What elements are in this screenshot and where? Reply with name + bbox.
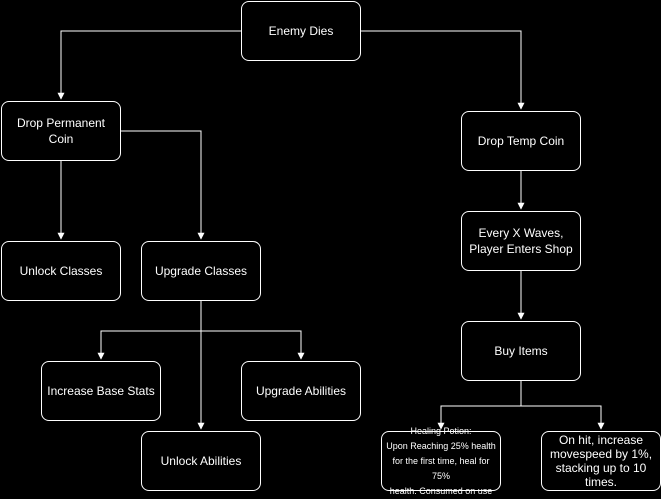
node-drop-temp-coin-label: Drop Temp Coin xyxy=(477,134,565,148)
node-enemy-dies: Enemy Dies xyxy=(241,1,361,61)
node-on-hit-movespeed-label: On hit, increase movespeed by 1%, stacki… xyxy=(549,433,653,489)
edge-enemy-dies-to-drop-temp-coin xyxy=(361,30,525,110)
edge-upgrade-classes-to-upgrade-abilities xyxy=(201,330,305,360)
edge-enemy-dies-to-drop-permanent-coin xyxy=(57,30,241,100)
node-healing-potion-label: Healing Potion: Upon Reaching 25% health… xyxy=(386,425,496,496)
node-increase-base-stats: Increase Base Stats xyxy=(41,361,161,421)
node-unlock-abilities: Unlock Abilities xyxy=(141,431,261,491)
node-unlock-classes: Unlock Classes xyxy=(1,241,121,301)
edge-drop-permanent-coin-to-upgrade-classes xyxy=(121,130,205,240)
node-upgrade-abilities: Upgrade Abilities xyxy=(241,361,361,421)
node-enemy-dies-label: Enemy Dies xyxy=(268,24,334,38)
node-drop-permanent-coin-label: Drop Permanent Coin xyxy=(16,116,106,146)
node-buy-items: Buy Items xyxy=(461,321,581,381)
edge-buy-items-to-healing-potion xyxy=(437,381,522,430)
node-buy-items-label: Buy Items xyxy=(494,344,548,358)
node-healing-potion: Healing Potion: Upon Reaching 25% health… xyxy=(381,426,501,496)
edge-upgrade-classes-to-increase-base-stats xyxy=(97,301,202,360)
node-on-hit-movespeed: On hit, increase movespeed by 1%, stacki… xyxy=(541,431,661,491)
node-player-enters-shop-label: Every X Waves, Player Enters Shop xyxy=(469,226,573,256)
node-player-enters-shop: Every X Waves, Player Enters Shop xyxy=(461,211,581,271)
node-unlock-abilities-label: Unlock Abilities xyxy=(160,454,242,468)
edge-buy-items-to-on-hit xyxy=(521,405,605,430)
node-drop-temp-coin: Drop Temp Coin xyxy=(461,111,581,171)
node-upgrade-classes-label: Upgrade Classes xyxy=(154,264,248,278)
node-unlock-classes-label: Unlock Classes xyxy=(19,264,103,278)
node-upgrade-classes: Upgrade Classes xyxy=(141,241,261,301)
node-upgrade-abilities-label: Upgrade Abilities xyxy=(255,384,347,398)
node-increase-base-stats-label: Increase Base Stats xyxy=(47,384,155,398)
node-drop-permanent-coin: Drop Permanent Coin xyxy=(1,101,121,161)
